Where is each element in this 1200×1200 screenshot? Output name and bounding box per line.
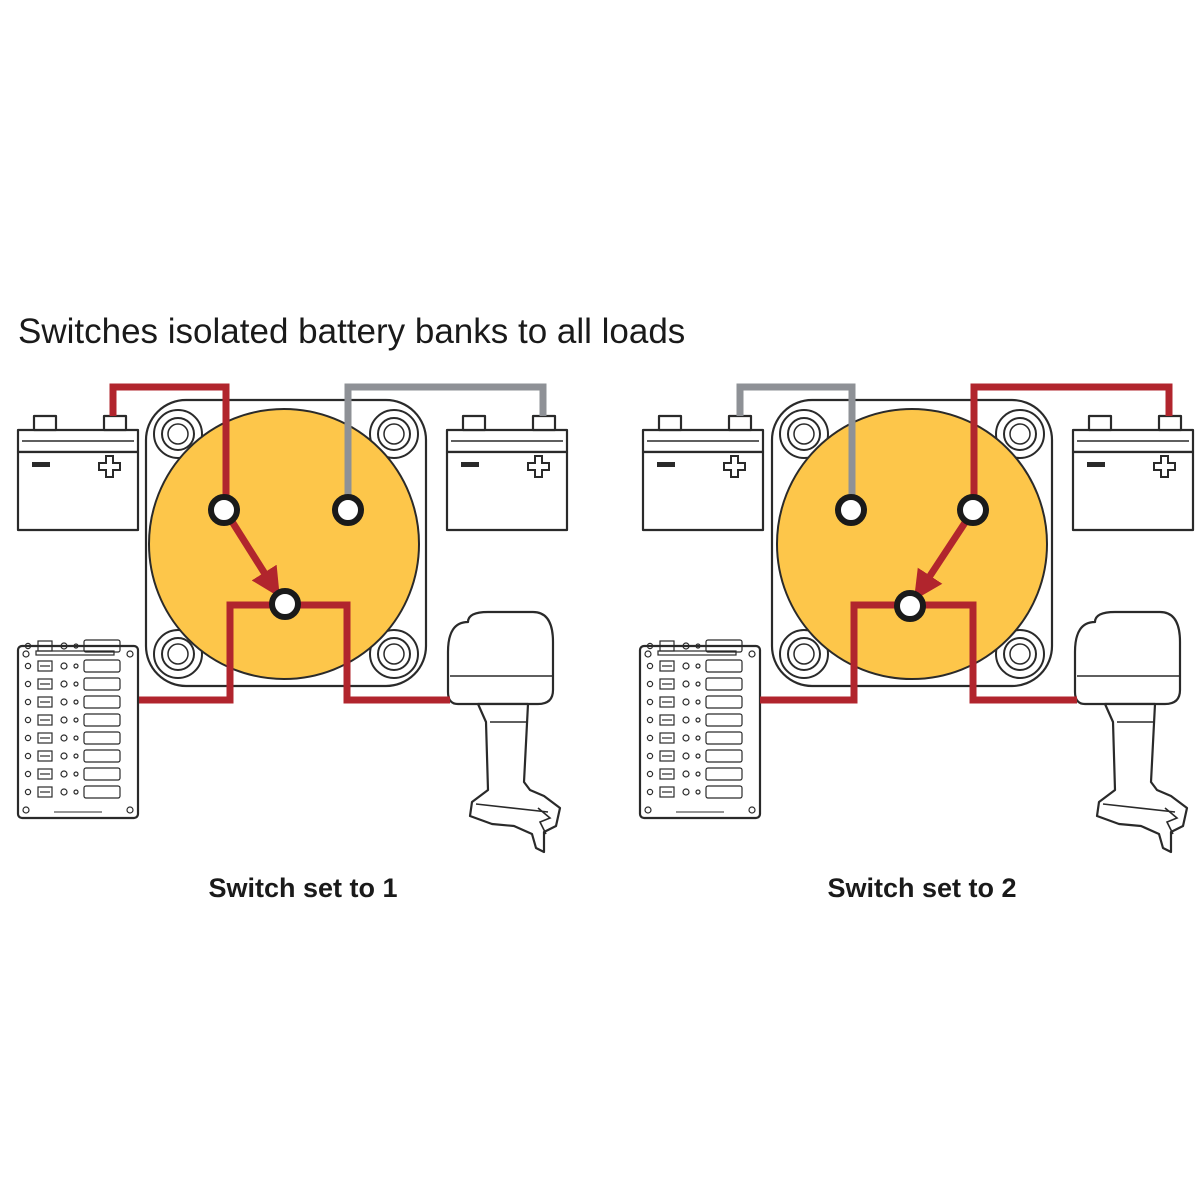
diagram-panel-1: Switch set to 1: [16, 383, 569, 903]
battery-switch-icon: [144, 398, 428, 688]
battery-2-wire: [344, 383, 547, 510]
diagram-panel-2: Switch set to 2: [640, 383, 1195, 903]
battery-icon: [641, 414, 765, 532]
battery-icon: [16, 414, 140, 532]
breaker-panel-icon: [18, 640, 138, 818]
panel-caption: Switch set to 2: [827, 873, 1016, 903]
switch-path-arrow: [913, 510, 975, 601]
panel-caption: Switch set to 1: [208, 873, 397, 903]
battery-1-wire: [736, 383, 856, 510]
terminal-2: [957, 494, 989, 526]
outboard-motor-icon: [1073, 610, 1189, 854]
terminal-common: [269, 588, 301, 620]
terminal-1: [835, 494, 867, 526]
battery-switch-icon: [770, 398, 1054, 688]
outboard-motor-icon: [446, 610, 562, 854]
battery-icon: [1071, 414, 1195, 532]
battery-icon: [445, 414, 569, 532]
page-title: Switches isolated battery banks to all l…: [18, 312, 685, 351]
battery-2-wire: [970, 383, 1173, 510]
terminal-common: [894, 590, 926, 622]
switch-path-arrow: [223, 510, 280, 598]
breaker-panel-icon: [640, 640, 760, 818]
terminal-1: [208, 494, 240, 526]
terminal-2: [332, 494, 364, 526]
battery-1-wire: [109, 383, 230, 510]
